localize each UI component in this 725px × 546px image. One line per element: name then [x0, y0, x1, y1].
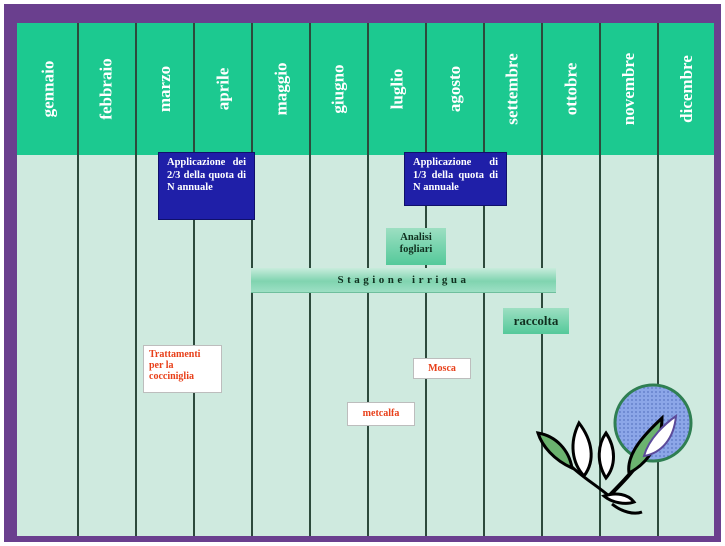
applicazione-2-3-text: Applicazione dei 2/3 della quota di N an…: [167, 157, 246, 193]
month-dicembre: dicembre: [659, 23, 714, 155]
month-marzo: marzo: [137, 23, 193, 155]
month-luglio: luglio: [369, 23, 425, 155]
month-label: aprile: [213, 67, 232, 111]
applicazione-1-3-text: Applicazione di 1/3 della quota di N ann…: [413, 157, 498, 193]
column-divider: [135, 23, 137, 536]
cocciniglia-box: Trattamenti per la cocciniglia: [143, 345, 222, 393]
month-novembre: novembre: [601, 23, 657, 155]
month-settembre: settembre: [485, 23, 541, 155]
cocciniglia-label: Trattamenti per la cocciniglia: [149, 349, 201, 382]
month-label: febbraio: [97, 58, 117, 120]
column-divider: [657, 23, 659, 536]
month-label: dicembre: [676, 55, 696, 123]
raccolta-label: raccolta: [513, 313, 559, 328]
month-label: luglio: [387, 68, 406, 110]
month-label: marzo: [154, 65, 174, 113]
month-label: maggio: [270, 62, 290, 116]
metcalfa-label: metcalfa: [362, 408, 400, 419]
month-label: gennaio: [38, 60, 58, 118]
mosca-box: Mosca: [413, 358, 471, 379]
months-header: [17, 23, 714, 155]
month-giugno: giugno: [311, 23, 367, 155]
month-aprile: aprile: [195, 23, 251, 155]
olive-branch-icon: [535, 383, 693, 515]
month-agosto: agosto: [427, 23, 483, 155]
applicazione-2-3-box: Applicazione dei 2/3 della quota di N an…: [158, 152, 255, 220]
column-divider: [77, 23, 79, 536]
analisi-fogliari-box: Analisi fogliari: [386, 228, 446, 265]
analisi-fogliari-label: Analisi fogliari: [399, 232, 433, 255]
month-febbraio: febbraio: [79, 23, 135, 155]
mosca-label: Mosca: [428, 363, 456, 374]
applicazione-1-3-box: Applicazione di 1/3 della quota di N ann…: [404, 152, 507, 206]
column-divider: [193, 23, 195, 536]
column-divider: [599, 23, 601, 536]
month-maggio: maggio: [253, 23, 309, 155]
month-label: novembre: [619, 52, 638, 126]
month-label: giugno: [328, 64, 348, 114]
month-label: settembre: [503, 53, 522, 125]
raccolta-box: raccolta: [503, 308, 569, 334]
stagione-irrigua-bar: Stagione irrigua: [251, 268, 556, 292]
month-gennaio: gennaio: [20, 23, 77, 155]
month-ottobre: ottobre: [543, 23, 599, 155]
month-label: agosto: [445, 65, 464, 113]
stagione-irrigua-label: Stagione irrigua: [337, 274, 470, 286]
month-label: ottobre: [561, 62, 580, 116]
metcalfa-box: metcalfa: [347, 402, 415, 426]
